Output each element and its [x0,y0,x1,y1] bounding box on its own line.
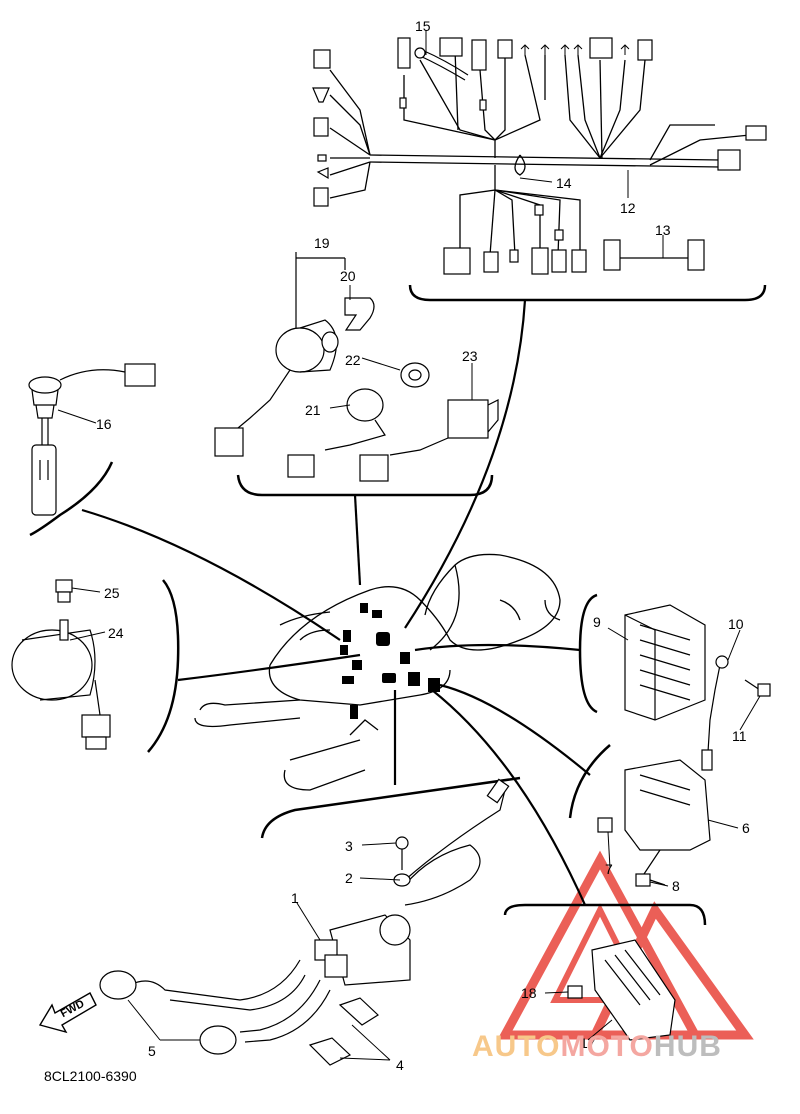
harness-connectors [312,37,767,275]
callout-12: 12 [620,200,636,216]
callout-23: 23 [462,348,478,364]
part-1-coil [314,914,411,986]
callout-6: 6 [742,820,750,836]
part-11-bolt [744,679,771,697]
callout-11: 11 [732,728,747,744]
part-6-cdi [624,759,711,881]
part-13 [603,239,705,271]
callout-22: 22 [345,352,361,368]
part-4-clamp [308,997,379,1066]
watermark-part1: AUTO [472,1030,561,1063]
snowmobile-connectors [340,603,440,719]
part-16 [28,363,156,516]
callout-25: 25 [104,585,120,601]
callout-7: 7 [605,861,613,877]
callout-15: 15 [415,18,431,34]
callout-8: 8 [672,878,680,894]
part-24-sensor [11,619,111,750]
part-9-rectifier [624,604,706,721]
callout-19: 19 [314,235,330,251]
callout-14: 14 [556,175,572,191]
part-25-nut [55,579,73,603]
part-7-collar [597,817,613,833]
part-code: 8CL2100-6390 [44,1068,137,1084]
part-19-ignition [214,252,346,457]
part-5-cap [99,959,331,1055]
callout-18: 18 [521,985,537,1001]
callout-10: 10 [728,616,744,632]
callout-3: 3 [345,838,353,854]
wire-harness [329,49,751,256]
part-23-switch [359,399,499,482]
callout-leaders [57,30,761,1061]
callout-1: 1 [291,890,299,906]
callout-20: 20 [340,268,356,284]
part-17-regulator [591,939,676,1041]
harness-pin-tips [520,44,630,55]
part-18-nut [567,985,583,999]
part-10-lead [701,655,729,771]
part-22-nut [400,362,430,388]
callout-5: 5 [148,1043,156,1059]
part-21-switch [287,388,386,478]
callout-2: 2 [345,870,353,886]
watermark-part3: HUB [653,1030,722,1063]
part-20-key [344,297,375,331]
watermark-part2: MOTO [560,1030,654,1063]
snowmobile-outline [194,553,561,791]
part-2-lead [393,778,510,906]
callout-21: 21 [305,402,321,418]
callout-17: 17 [580,1035,596,1051]
callout-24: 24 [108,625,124,641]
watermark-text: AUTOMOTOHUB [472,1030,722,1064]
group-brackets [29,284,767,926]
callout-16: 16 [96,416,112,432]
part-3-screw [395,836,409,870]
callout-13: 13 [655,222,671,238]
part-8-bolt [635,873,666,887]
callout-4: 4 [396,1057,404,1073]
fwd-arrow-icon [38,992,97,1034]
callout-9: 9 [593,614,601,630]
leader-lines [81,299,591,906]
